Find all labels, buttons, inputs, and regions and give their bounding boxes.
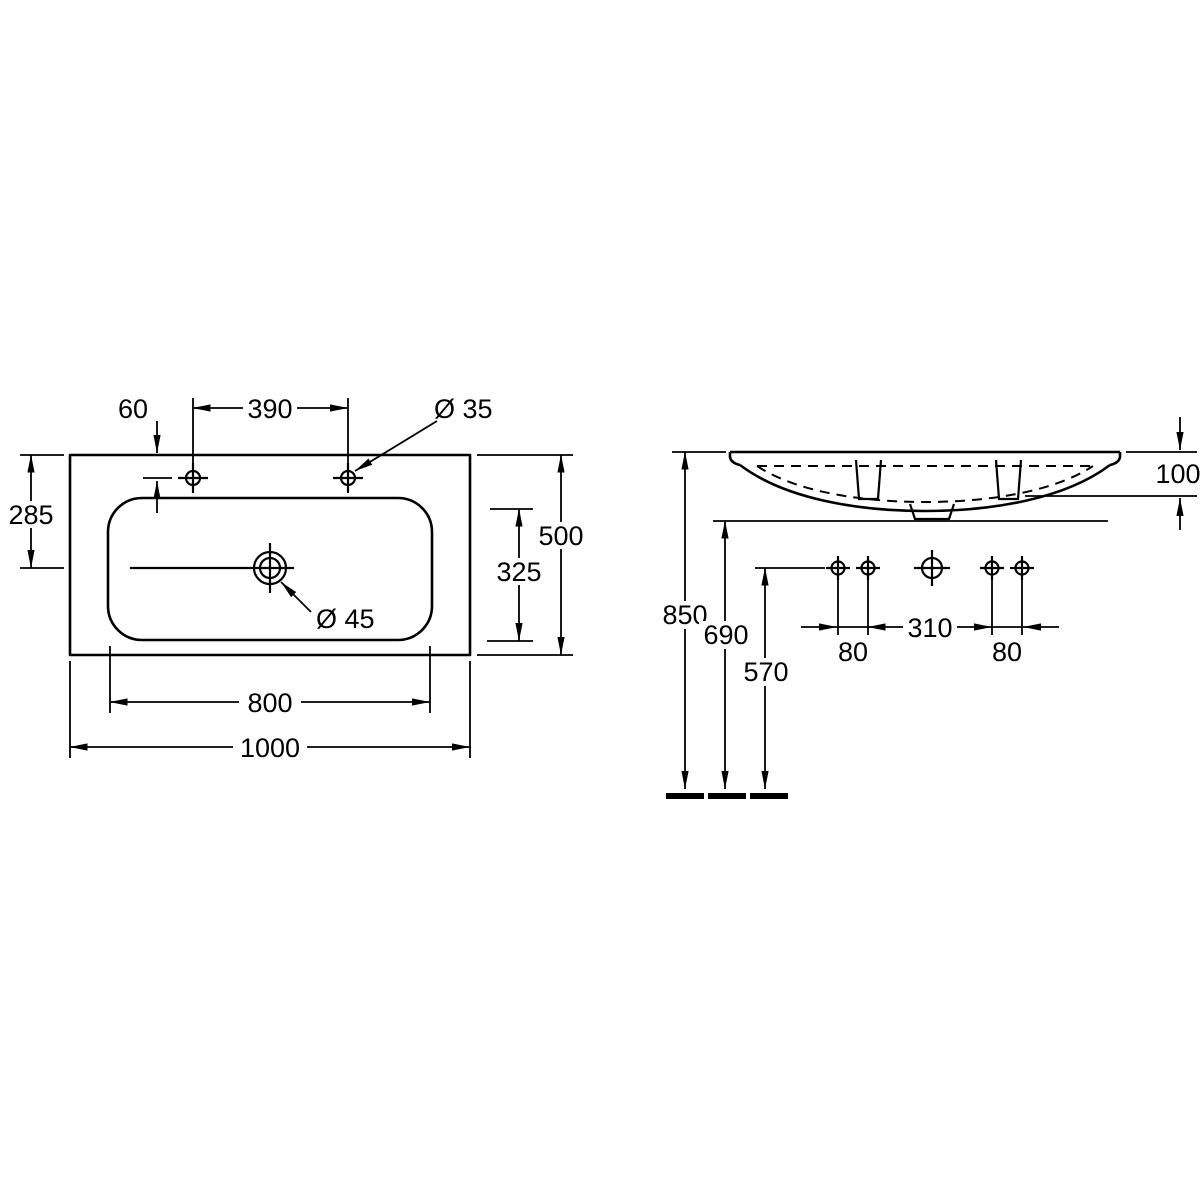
dim-label-310: 310 (907, 613, 952, 643)
tap-hole-right-crosshair (333, 463, 363, 493)
drain-crosshair (130, 543, 294, 593)
floor-bar (666, 793, 704, 799)
dim-label-100: 100 (1155, 459, 1200, 489)
label-drain-diameter: Ø 45 (280, 581, 375, 634)
dim-hole-spacing: 310 80 80 (801, 576, 1059, 667)
label-bg (699, 621, 753, 649)
label-bg (739, 658, 793, 686)
label-bg (903, 614, 957, 640)
dim-label-1000: 1000 (240, 733, 300, 763)
fixing-lug-left (854, 459, 883, 501)
rim-right-cap (1109, 452, 1122, 467)
drain-centerlines (130, 543, 294, 593)
basin-profile (713, 450, 1122, 522)
label-tap-hole-diameter: Ø 35 (354, 394, 493, 472)
dim-label-d35: Ø 35 (434, 394, 493, 424)
dim-basin-width: 800 (109, 646, 431, 718)
dim-label-80-right: 80 (992, 637, 1022, 667)
dim-underside-height: 690 (699, 520, 753, 789)
dim-label-d45: Ø 45 (316, 604, 375, 634)
dim-rim-height: 100 (1025, 417, 1200, 530)
tap-hole-right-ticks (333, 463, 363, 493)
drain-outlet-profile (908, 503, 956, 521)
crosshair-ticks (914, 550, 950, 586)
label-bg (5, 501, 58, 528)
dim-overall-width: 1000 (69, 661, 471, 763)
floor-bar (708, 793, 746, 799)
dim-overall-depth: 500 (477, 454, 588, 656)
leader-line (280, 581, 312, 613)
basin-outer-outline (68, 453, 472, 657)
dim-label-325: 325 (496, 557, 541, 587)
dim-label-500: 500 (538, 521, 583, 551)
tap-hole-left-ticks (178, 463, 208, 493)
dim-tap-spacing: 390 (192, 394, 349, 464)
label-bg (233, 734, 307, 761)
dim-edge-to-drain: 285 (5, 454, 64, 569)
floor-hatch (666, 793, 788, 799)
label-bg (239, 689, 301, 716)
fixing-holes-row (755, 550, 1034, 586)
dim-label-285: 285 (8, 500, 53, 530)
dim-tap-offset: 60 (118, 394, 172, 513)
dim-basin-depth: 325 (487, 508, 546, 642)
dim-label-570: 570 (743, 657, 788, 687)
bowl-outer-curve (739, 463, 1111, 513)
dim-label-690: 690 (703, 620, 748, 650)
leader-line (354, 420, 438, 472)
label-bg (493, 558, 546, 585)
rim-left-cap (728, 452, 741, 467)
center-hole-crosshair (914, 550, 950, 586)
bowl-hidden-curve (756, 465, 1094, 504)
dim-label-80-left: 80 (838, 637, 868, 667)
dim-label-60: 60 (118, 394, 148, 424)
floor-bar (750, 793, 788, 799)
fixing-lug-right (994, 459, 1023, 501)
tap-hole-left-crosshair (178, 463, 208, 493)
plan-view: 60 390 Ø 35 285 500 (5, 394, 588, 763)
label-bg (535, 522, 588, 549)
label-bg (243, 395, 297, 422)
basin-inner-rim (106, 496, 434, 642)
dim-label-800: 800 (247, 688, 292, 718)
dim-hole-row-height: 570 (739, 567, 793, 789)
side-view: 100 (658, 417, 1200, 799)
dim-label-390: 390 (247, 394, 292, 424)
